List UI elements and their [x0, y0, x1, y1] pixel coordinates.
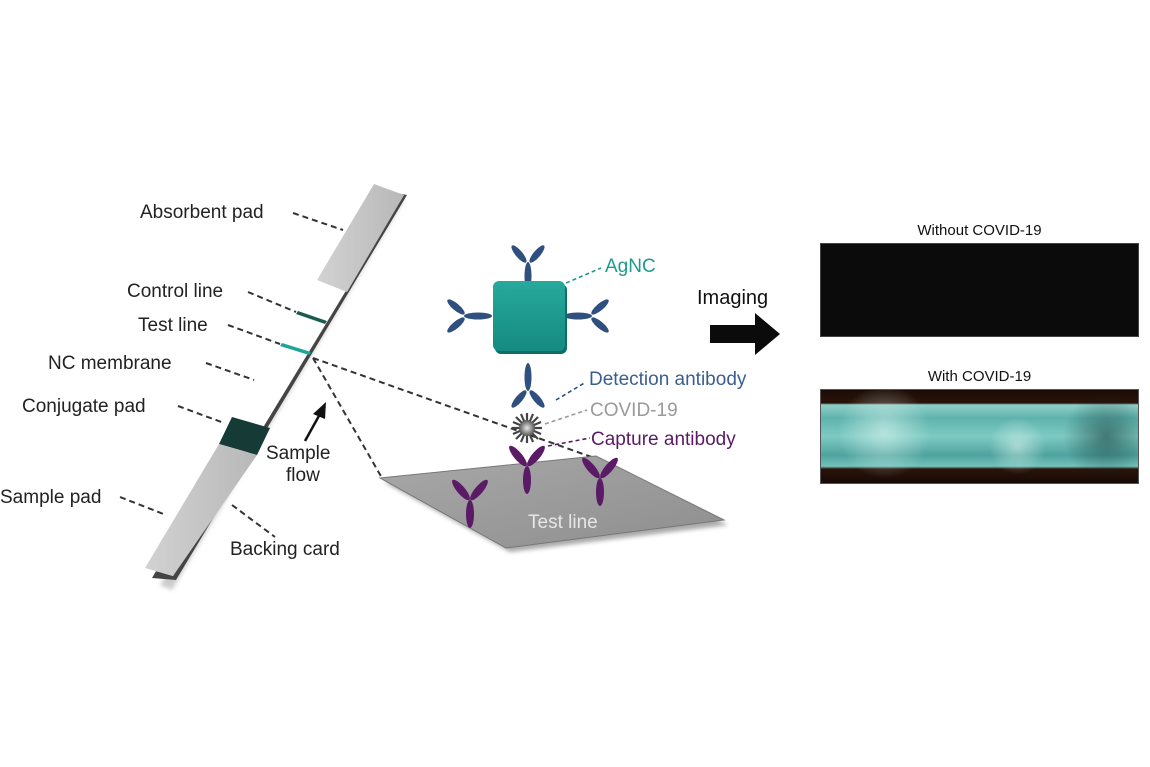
label-absorbent-pad: Absorbent pad	[140, 202, 264, 223]
label-sample-flow-2: flow	[286, 465, 320, 486]
capture-antibody-right	[582, 457, 618, 506]
detection-antibodies	[447, 245, 609, 408]
label-test-line-surface: Test line	[528, 512, 598, 533]
title-with-covid: With COVID-19	[927, 368, 1032, 385]
label-test-line: Test line	[138, 315, 208, 336]
test-strip	[145, 184, 407, 590]
control-line	[296, 311, 327, 324]
absorbent-pad	[317, 184, 404, 292]
image-with-covid	[820, 389, 1139, 484]
label-control-line: Control line	[127, 281, 224, 302]
label-imaging: Imaging	[697, 287, 769, 309]
label-sample-flow: Sample	[266, 443, 331, 464]
label-backing-card: Backing card	[230, 539, 340, 560]
agnc-conjugate	[447, 245, 609, 408]
covid19-particle	[512, 413, 542, 443]
label-agnc: AgNC	[605, 256, 656, 277]
sample-flow-arrow	[303, 402, 326, 442]
capture-antibody-middle	[509, 445, 545, 494]
label-sample-pad: Sample pad	[0, 487, 102, 508]
label-detection-antibody: Detection antibody	[589, 369, 747, 390]
image-without-covid	[820, 243, 1139, 337]
test-line-plane	[378, 455, 728, 552]
conjugate-pad	[219, 417, 270, 455]
capture-antibody-left	[452, 479, 488, 528]
sample-pad	[145, 444, 257, 576]
label-covid19: COVID-19	[590, 400, 678, 421]
mechanism-leader-lines	[544, 267, 602, 447]
agnc-cube	[493, 281, 565, 351]
label-conjugate-pad: Conjugate pad	[22, 396, 146, 417]
capture-antibodies	[452, 445, 618, 528]
label-nc-membrane: NC membrane	[48, 353, 172, 374]
label-capture-antibody: Capture antibody	[591, 429, 736, 450]
strip-leader-lines	[119, 212, 601, 538]
test-line	[280, 343, 311, 355]
title-without-covid: Without COVID-19	[917, 222, 1042, 239]
imaging-arrow-icon	[710, 313, 780, 355]
